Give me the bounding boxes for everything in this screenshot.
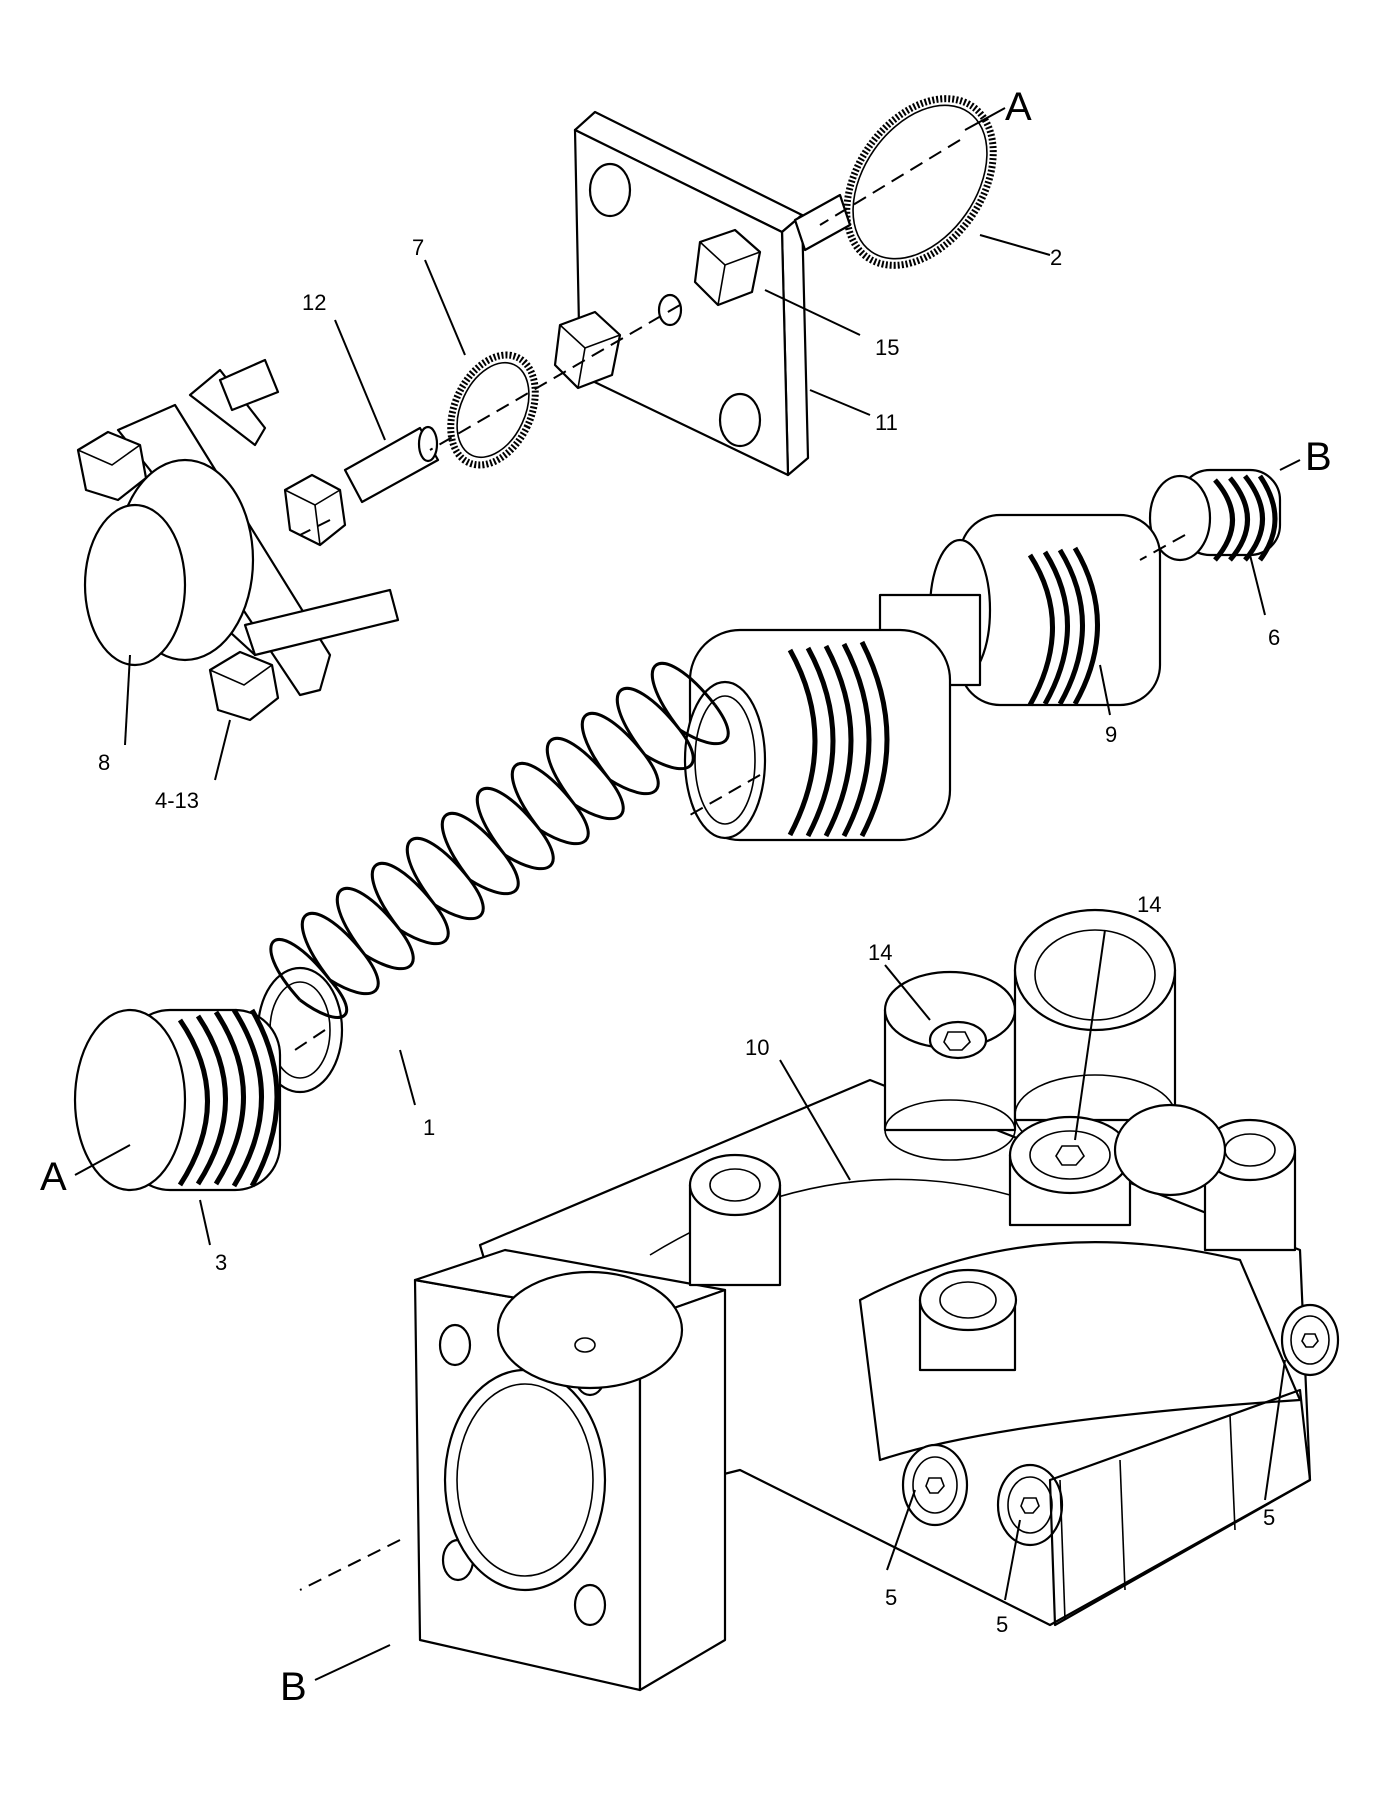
part-1-spring	[256, 661, 730, 1094]
part-8-cover-flange	[76, 358, 400, 722]
callout-5a: 5	[885, 1585, 897, 1610]
callout-2: 2	[1050, 245, 1062, 270]
callout-15: 15	[875, 335, 899, 360]
leader-lines	[74, 107, 1301, 1681]
callout-4-13: 4-13	[155, 788, 199, 813]
callout-1: 1	[423, 1115, 435, 1140]
callout-14a: 14	[868, 940, 892, 965]
callout-8: 8	[98, 750, 110, 775]
part-10-valve-body	[413, 908, 1340, 1692]
callout-3: 3	[215, 1250, 227, 1275]
ref-a-left: A	[40, 1155, 67, 1199]
callout-12: 12	[302, 290, 326, 315]
callout-6: 6	[1268, 625, 1280, 650]
part-3-plug	[73, 1008, 282, 1192]
callout-5b: 5	[996, 1612, 1008, 1637]
callout-10: 10	[745, 1035, 769, 1060]
callout-5c: 5	[1263, 1505, 1275, 1530]
part-12-bolt	[283, 425, 440, 547]
part-7-seal	[447, 351, 539, 469]
axis-lines	[294, 139, 1186, 1591]
part-2-oring	[843, 95, 997, 269]
part-11-plate	[553, 110, 852, 477]
part-6-plug	[1148, 468, 1282, 562]
ref-b-bottom: B	[280, 1665, 307, 1709]
ref-a-top: A	[1005, 85, 1032, 129]
callout-7: 7	[412, 235, 424, 260]
callout-labels: A 2 15 11 7 12 8 4-13 B 6 9 1 A 3 10 14 …	[40, 85, 1332, 1709]
callout-9: 9	[1105, 722, 1117, 747]
part-9-spool	[683, 513, 1162, 842]
callout-11: 11	[875, 410, 898, 435]
ref-b-top: B	[1305, 435, 1332, 479]
callout-14b: 14	[1137, 892, 1161, 917]
